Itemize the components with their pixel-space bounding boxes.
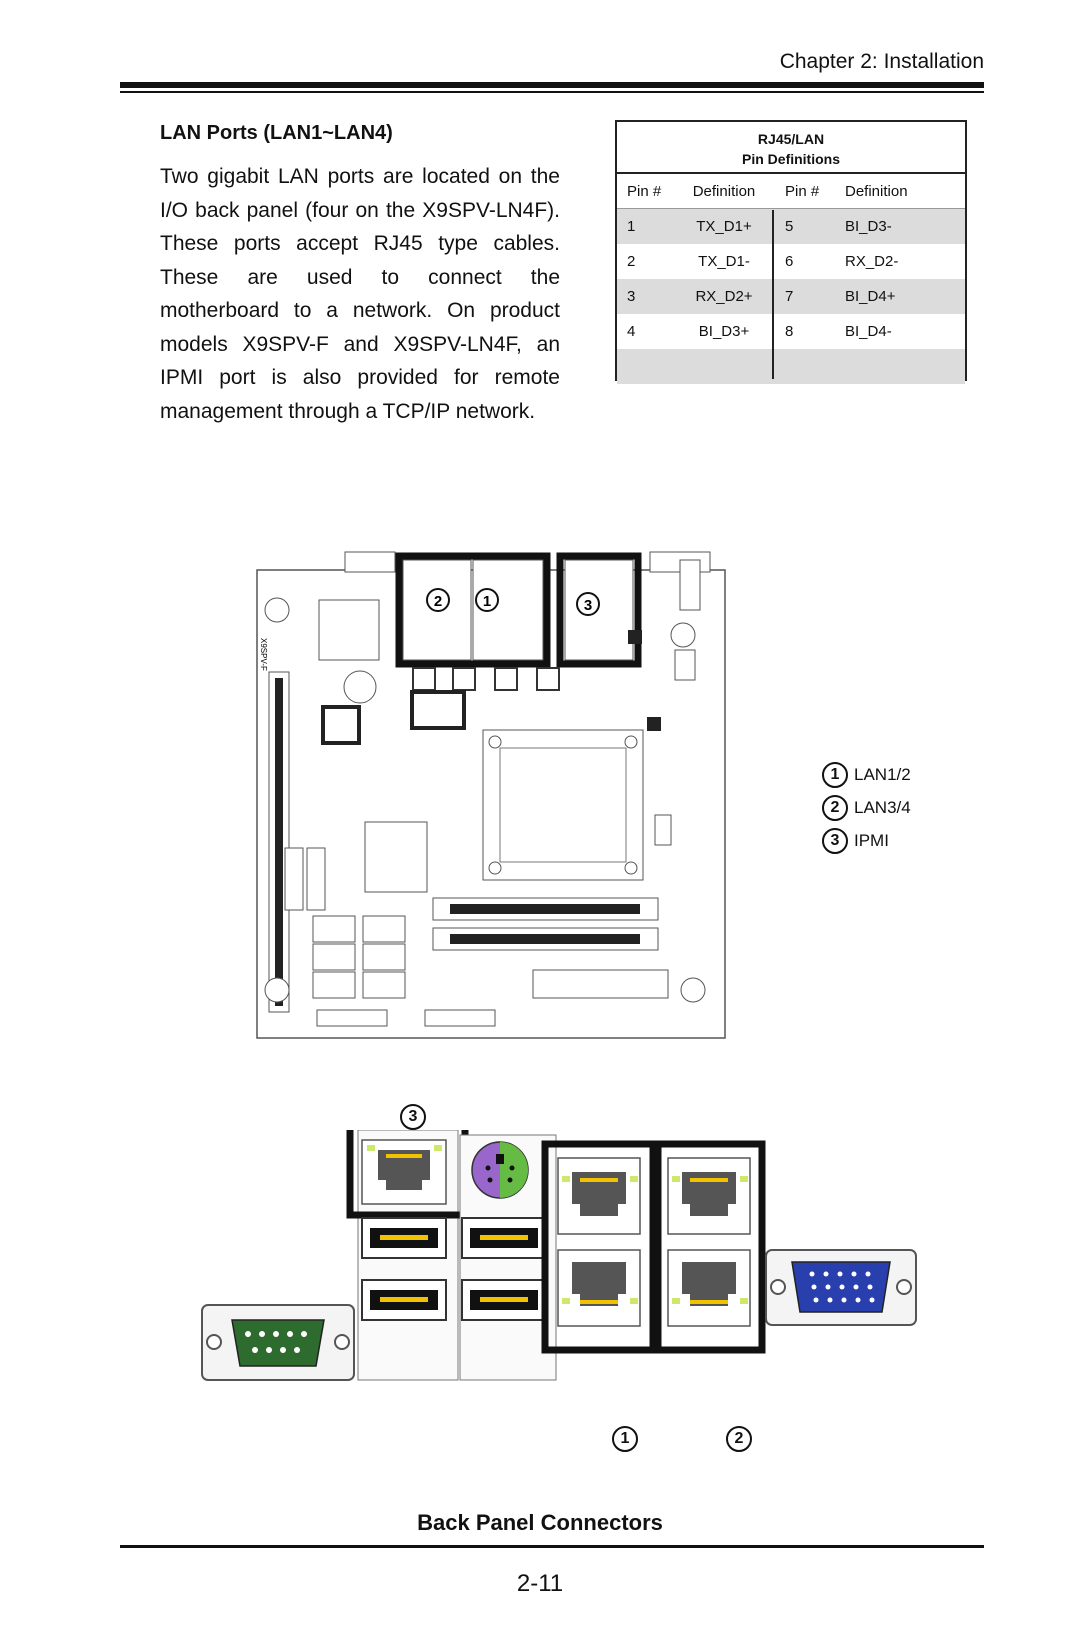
ipmi-port-block (564, 559, 634, 661)
header-rule (120, 82, 984, 88)
back-panel-svg (201, 1118, 917, 1381)
page-number: 2-11 (516, 1570, 564, 1597)
table-row: 3 RX_D2+ 7 BI_D4+ (617, 279, 965, 314)
cell-pin: 5 (785, 218, 794, 235)
motherboard-svg: 2 1 3 (256, 551, 726, 1039)
legend-label: LAN3/4 (854, 797, 911, 817)
legend-item: 3 IPMI (822, 824, 911, 857)
footer-rule (120, 1545, 984, 1548)
header-rule-thin (120, 91, 984, 93)
col-def-b: Definition (845, 182, 908, 200)
chip (318, 599, 380, 661)
cell-def: BI_D4+ (845, 288, 896, 305)
port-legend: 1 LAN1/2 2 LAN3/4 3 IPMI (822, 758, 911, 857)
callout-2: 2 (426, 588, 450, 612)
col-pin-a: Pin # (627, 182, 662, 200)
cell-def: TX_D1+ (696, 218, 752, 235)
table-row: 1 TX_D1+ 5 BI_D3- (617, 209, 965, 244)
cell-pin: 7 (785, 288, 794, 305)
back-panel-diagram (200, 1118, 970, 1460)
legend-item: 1 LAN1/2 (822, 758, 911, 791)
cell-def: BI_D3- (845, 218, 892, 235)
legend-number: 2 (822, 794, 848, 821)
col-def-a: Definition (692, 182, 756, 200)
cell-pin: 1 (627, 218, 636, 235)
table-title: RJ45/LAN (757, 131, 825, 147)
cell-pin: 8 (785, 323, 794, 340)
col-pin-b: Pin # (785, 182, 820, 200)
pin-definition-table: RJ45/LAN Pin Definitions Pin # Definitio… (615, 120, 967, 384)
board-model-label: X9SPV-F (259, 638, 268, 671)
lan34-ports (654, 1140, 766, 1354)
cell-def: RX_D2- (845, 253, 899, 270)
ps2-usb-column (459, 1134, 557, 1381)
cell-def: BI_D3+ (698, 323, 750, 340)
lan-highlight (395, 552, 551, 668)
section-title: LAN Ports (LAN1~LAN4) (160, 122, 393, 144)
lan12-ports (541, 1140, 657, 1354)
figure-caption: Back Panel Connectors (417, 1510, 663, 1535)
chipset (364, 821, 428, 893)
cell-pin: 6 (785, 253, 794, 270)
legend-number: 1 (822, 761, 848, 788)
callout-3: 3 (576, 592, 600, 616)
panel-callout-lan12: 1 (612, 1426, 644, 1452)
legend-number: 3 (822, 827, 848, 854)
cell-def: RX_D2+ (695, 288, 753, 305)
cell-pin: 4 (627, 323, 636, 340)
cell-pin: 2 (627, 253, 636, 270)
svg-text:3: 3 (584, 597, 592, 614)
cell-def: BI_D4- (845, 323, 892, 340)
panel-callout-lan34: 2 (726, 1426, 758, 1452)
cell-def: TX_D1- (698, 253, 750, 270)
panel-callout-ipmi: 3 (400, 1104, 432, 1130)
lan34-highlight (654, 1140, 766, 1354)
svg-text:2: 2 (434, 593, 442, 610)
table-row: 4 BI_D3+ 8 BI_D4- (617, 314, 965, 349)
atx-power (532, 969, 669, 999)
legend-item: 2 LAN3/4 (822, 791, 911, 824)
lan12-highlight (541, 1140, 657, 1354)
callout-1: 1 (475, 588, 499, 612)
svg-text:1: 1 (483, 593, 491, 610)
table-row: 2 TX_D1- 6 RX_D2- (617, 244, 965, 279)
legend-label: LAN1/2 (854, 764, 911, 784)
table-row-empty (617, 349, 965, 384)
ipmi-highlight (556, 552, 642, 668)
com-connector (344, 551, 396, 573)
table-header: RJ45/LAN Pin Definitions (617, 122, 965, 174)
table-column-headers: Pin # Definition Pin # Definition (617, 174, 965, 209)
motherboard-diagram: 2 1 3 (255, 550, 745, 1060)
table-divider (772, 210, 774, 379)
com-port (201, 1304, 355, 1381)
vga-port (765, 1249, 917, 1326)
section-body: Two gigabit LAN ports are located on the… (160, 165, 560, 423)
legend-label: IPMI (854, 830, 889, 850)
chapter-header: Chapter 2: Installation (779, 50, 984, 73)
table-subtitle: Pin Definitions (742, 151, 840, 167)
cell-pin: 3 (627, 288, 636, 305)
ipmi-usb-column (346, 1118, 469, 1381)
